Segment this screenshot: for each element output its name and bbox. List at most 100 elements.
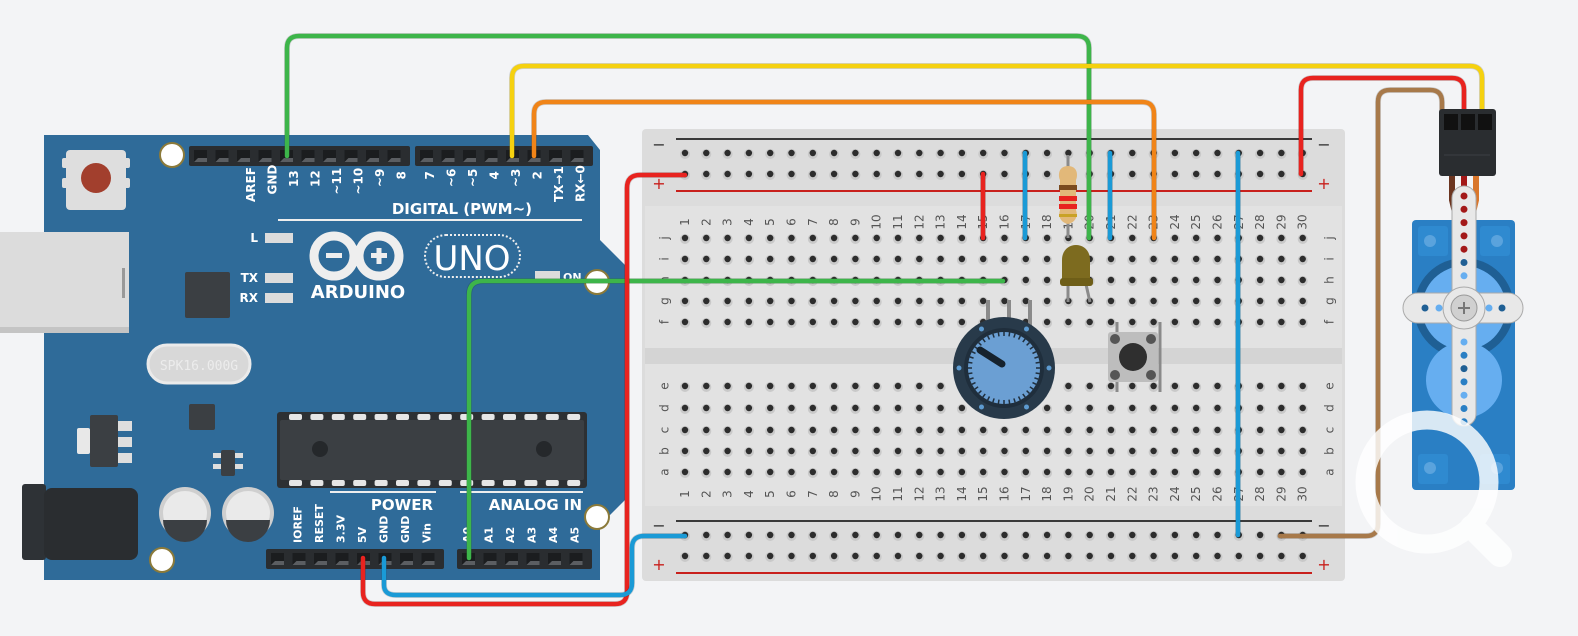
breadboard-hole[interactable] (999, 531, 1010, 541)
breadboard-hole[interactable] (1297, 276, 1308, 286)
breadboard-hole[interactable] (1297, 468, 1308, 478)
breadboard-hole[interactable] (1191, 552, 1202, 562)
wire-5v-to-plus-rail[interactable] (360, 172, 688, 607)
breadboard-hole[interactable] (1191, 170, 1202, 180)
breadboard-hole[interactable] (935, 426, 946, 436)
breadboard-hole[interactable] (1255, 447, 1266, 457)
header-pin[interactable] (484, 150, 498, 162)
breadboard-hole[interactable] (1212, 552, 1223, 562)
breadboard-hole[interactable] (893, 447, 903, 457)
breadboard-hole[interactable] (871, 426, 882, 436)
breadboard-hole[interactable] (850, 426, 861, 436)
breadboard-hole[interactable] (701, 170, 712, 180)
breadboard-hole[interactable] (1042, 276, 1053, 286)
breadboard-hole[interactable] (956, 531, 967, 541)
breadboard-hole[interactable] (871, 468, 882, 478)
breadboard-hole[interactable] (1127, 318, 1138, 328)
header-pin[interactable] (549, 150, 562, 162)
breadboard-hole[interactable] (914, 447, 925, 457)
breadboard-hole[interactable] (786, 318, 797, 328)
breadboard-hole[interactable] (765, 404, 776, 414)
breadboard-hole[interactable] (914, 170, 925, 180)
breadboard-hole[interactable] (1127, 276, 1138, 286)
breadboard-hole[interactable] (765, 426, 776, 436)
breadboard-hole[interactable] (893, 382, 903, 392)
header-pin[interactable] (526, 553, 540, 565)
breadboard-hole[interactable] (850, 404, 861, 414)
breadboard-hole[interactable] (1106, 426, 1116, 436)
breadboard-hole[interactable] (1169, 234, 1180, 244)
breadboard-hole[interactable] (680, 318, 690, 328)
breadboard-hole[interactable] (1063, 426, 1074, 436)
breadboard-hole[interactable] (1191, 426, 1202, 436)
breadboard-hole[interactable] (786, 468, 797, 478)
breadboard-hole[interactable] (999, 255, 1010, 265)
breadboard-hole[interactable] (807, 552, 818, 562)
potentiometer[interactable] (953, 300, 1055, 419)
breadboard-hole[interactable] (893, 426, 903, 436)
breadboard-hole[interactable] (1191, 149, 1202, 159)
wire-servo-power[interactable] (1298, 75, 1467, 177)
breadboard-hole[interactable] (1042, 531, 1053, 541)
breadboard-hole[interactable] (1084, 447, 1095, 457)
breadboard-hole[interactable] (1297, 447, 1308, 457)
breadboard-hole[interactable] (1042, 234, 1053, 244)
breadboard-hole[interactable] (935, 234, 946, 244)
breadboard-hole[interactable] (1127, 426, 1138, 436)
breadboard-hole[interactable] (893, 531, 903, 541)
breadboard-hole[interactable] (1084, 468, 1095, 478)
breadboard-hole[interactable] (1042, 170, 1053, 180)
breadboard-hole[interactable] (722, 234, 733, 244)
header-pin[interactable] (271, 553, 284, 565)
breadboard-hole[interactable] (1042, 255, 1053, 265)
reset-button[interactable] (62, 150, 130, 210)
wire-servo-ground[interactable] (1277, 87, 1445, 539)
breadboard-hole[interactable] (722, 426, 733, 436)
arduino-uno-board[interactable]: SPK16.000G ARDUINO (0, 135, 625, 580)
header-pin[interactable] (323, 150, 336, 162)
header-pin[interactable] (258, 150, 272, 162)
breadboard-hole[interactable] (829, 426, 840, 436)
breadboard-hole[interactable] (935, 382, 946, 392)
breadboard-hole[interactable] (914, 531, 925, 541)
breadboard-hole[interactable] (978, 552, 989, 562)
breadboard-hole[interactable] (1276, 318, 1287, 328)
breadboard-hole[interactable] (786, 404, 797, 414)
breadboard-hole[interactable] (914, 297, 925, 307)
header-pin[interactable] (366, 150, 379, 162)
breadboard-hole[interactable] (1233, 552, 1244, 562)
breadboard-hole[interactable] (1191, 318, 1202, 328)
breadboard-hole[interactable] (1063, 404, 1074, 414)
breadboard-hole[interactable] (1127, 382, 1138, 392)
breadboard-hole[interactable] (829, 149, 840, 159)
breadboard-hole[interactable] (786, 297, 797, 307)
breadboard-hole[interactable] (829, 297, 840, 307)
breadboard-hole[interactable] (914, 318, 925, 328)
breadboard-hole[interactable] (850, 382, 861, 392)
breadboard-hole[interactable] (1106, 447, 1116, 457)
breadboard-hole[interactable] (1020, 276, 1031, 286)
breadboard-hole[interactable] (680, 426, 690, 436)
breadboard-hole[interactable] (1297, 318, 1308, 328)
breadboard-hole[interactable] (893, 318, 903, 328)
breadboard-hole[interactable] (829, 382, 840, 392)
breadboard-hole[interactable] (743, 447, 754, 457)
breadboard-hole[interactable] (786, 149, 797, 159)
breadboard-hole[interactable] (956, 318, 967, 328)
breadboard-hole[interactable] (1042, 447, 1053, 457)
breadboard-hole[interactable] (1276, 426, 1287, 436)
breadboard-hole[interactable] (1148, 382, 1159, 392)
breadboard-hole[interactable] (935, 552, 946, 562)
breadboard-hole[interactable] (765, 531, 776, 541)
breadboard-hole[interactable] (722, 297, 733, 307)
breadboard-hole[interactable] (1212, 255, 1223, 265)
breadboard-hole[interactable] (786, 382, 797, 392)
breadboard-hole[interactable] (1020, 468, 1031, 478)
breadboard-hole[interactable] (978, 531, 989, 541)
breadboard-hole[interactable] (850, 234, 861, 244)
breadboard-hole[interactable] (999, 552, 1010, 562)
breadboard-hole[interactable] (914, 552, 925, 562)
breadboard-hole[interactable] (743, 234, 754, 244)
breadboard-hole[interactable] (1148, 468, 1159, 478)
